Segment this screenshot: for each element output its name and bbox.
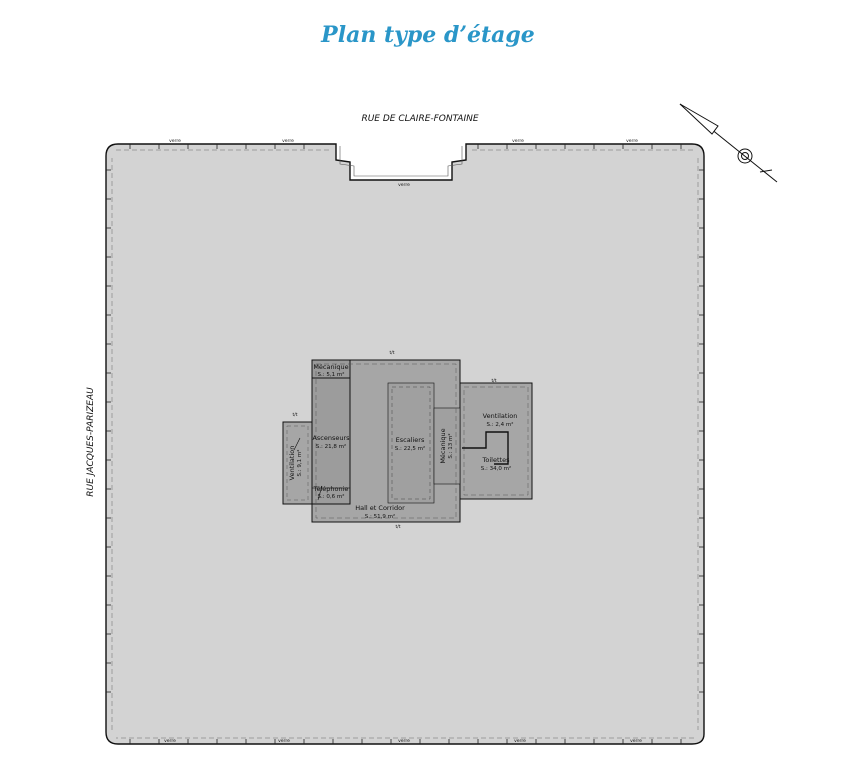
room-name: Escaliers — [396, 436, 425, 444]
room-area: S.: 2,4 m² — [487, 421, 514, 428]
room-name: Mécanique — [313, 363, 348, 371]
service-core — [282, 359, 533, 523]
room-area: S.: 13 m² — [447, 433, 454, 458]
hatch-label: t/t — [389, 350, 394, 356]
room-area: S.: 22,5 m² — [395, 445, 425, 452]
room-area: S.: 5,1 m² — [318, 371, 345, 378]
hatch-label: t/t — [395, 524, 400, 530]
room-name: Toilettes — [482, 456, 511, 464]
glass-label: verre — [626, 138, 638, 144]
wall-ticks — [106, 144, 704, 744]
glass-label: verre — [282, 138, 294, 144]
glass-label: verre — [514, 738, 526, 744]
street-label-west: RUE JACQUES-PARIZEAU — [86, 387, 96, 497]
room-name: Hall et Corridor — [355, 504, 405, 512]
hatch-label: t/t — [292, 412, 297, 418]
room-name: Ventilation — [483, 412, 518, 420]
room-name: Mécanique — [439, 428, 447, 463]
room-name: Ventilation — [288, 446, 296, 481]
room-area: S.: 51,9 m² — [365, 513, 395, 520]
north-arrow-icon — [679, 103, 778, 183]
room-name: Ascenseurs — [312, 434, 350, 442]
glass-label: verre — [169, 138, 181, 144]
glass-label: verre — [630, 738, 642, 744]
glass-label: verre — [164, 738, 176, 744]
room-area: S.: 0,6 m² — [318, 493, 345, 500]
glass-label: verre — [512, 138, 524, 144]
hatch-label: t/t — [491, 378, 496, 384]
room-area: S.: 34,0 m² — [481, 465, 511, 472]
room-area: S.: 9,1 m² — [296, 450, 303, 477]
page-title: Plan type d’étage — [321, 22, 535, 48]
room-name: Téléphonie — [313, 485, 349, 493]
glass-label: verre — [278, 738, 290, 744]
room-area: S.: 21,8 m² — [316, 443, 346, 450]
glass-label: verre — [398, 182, 410, 188]
street-label-north: RUE DE CLAIRE-FONTAINE — [361, 114, 478, 124]
glass-label: verre — [398, 738, 410, 744]
